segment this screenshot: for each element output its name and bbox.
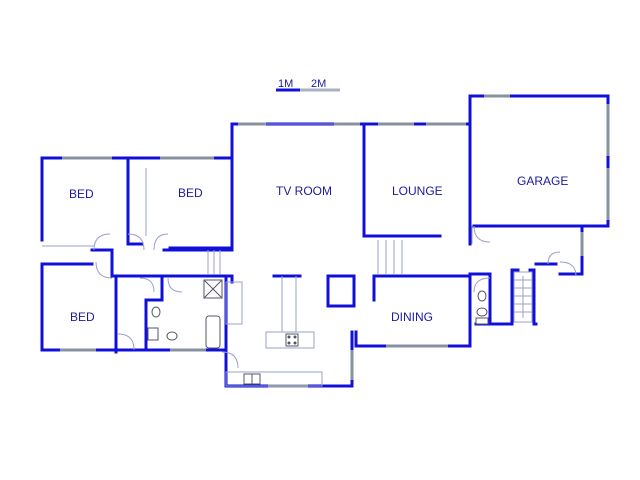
door-garage — [473, 225, 491, 243]
room-label-dining: DINING — [391, 310, 433, 324]
toilet-1-icon — [151, 306, 161, 318]
wall-tv-room — [230, 122, 374, 238]
room-label-garage: GARAGE — [517, 174, 568, 188]
wall-garage — [468, 94, 610, 228]
room-labels: BED BED BED TV ROOM LOUNGE GARAGE DINING — [69, 174, 568, 324]
walls — [40, 94, 610, 388]
toilet-2-icon — [166, 331, 178, 341]
toilet-3-icon — [477, 290, 487, 302]
scale-label-2m: 2M — [311, 78, 326, 90]
doors — [93, 225, 577, 369]
door-outside — [559, 261, 577, 277]
scale-bar: 1M 2M — [276, 78, 340, 92]
fixtures — [147, 279, 489, 385]
room-label-tv-room: TV ROOM — [276, 184, 332, 198]
interior-lines — [42, 123, 533, 387]
basin-2 — [475, 317, 489, 325]
door-bed-top-middle — [153, 233, 169, 251]
wall-bed-bottom-left — [40, 262, 120, 354]
staircase-service — [513, 271, 533, 323]
wall-bed-top-left — [40, 156, 130, 246]
door-kitchen — [221, 351, 239, 369]
room-label-bed-bottom-left: BED — [70, 310, 95, 324]
wall-lounge — [362, 94, 472, 246]
door-service — [473, 277, 491, 293]
stove-icon — [285, 333, 299, 347]
toilet-4-icon — [476, 307, 488, 317]
door-outside-2 — [547, 251, 561, 265]
kitchen-counter — [225, 371, 323, 387]
door-bathroom-3 — [117, 333, 135, 351]
wall-service — [468, 224, 584, 326]
passage-counter — [225, 281, 243, 325]
room-label-bed-top-middle: BED — [178, 186, 203, 200]
room-label-lounge: LOUNGE — [392, 184, 443, 198]
scale-label-1m: 1M — [278, 78, 293, 90]
door-bed-bottom-left — [95, 261, 113, 279]
bathtub — [205, 315, 221, 349]
kitchen-island — [265, 331, 315, 349]
door-corridor-1 — [127, 233, 145, 251]
door-bathroom-2 — [167, 277, 183, 293]
wall-dining — [354, 274, 472, 348]
basin-1 — [147, 327, 159, 341]
door-bed-top-left — [93, 233, 111, 251]
steps-lounge — [377, 240, 403, 274]
door-bathroom-1 — [139, 277, 155, 293]
steps-tv-room — [207, 250, 221, 274]
wall-island — [272, 274, 356, 308]
wall-corridor — [90, 248, 234, 284]
room-label-bed-top-left: BED — [69, 187, 94, 201]
